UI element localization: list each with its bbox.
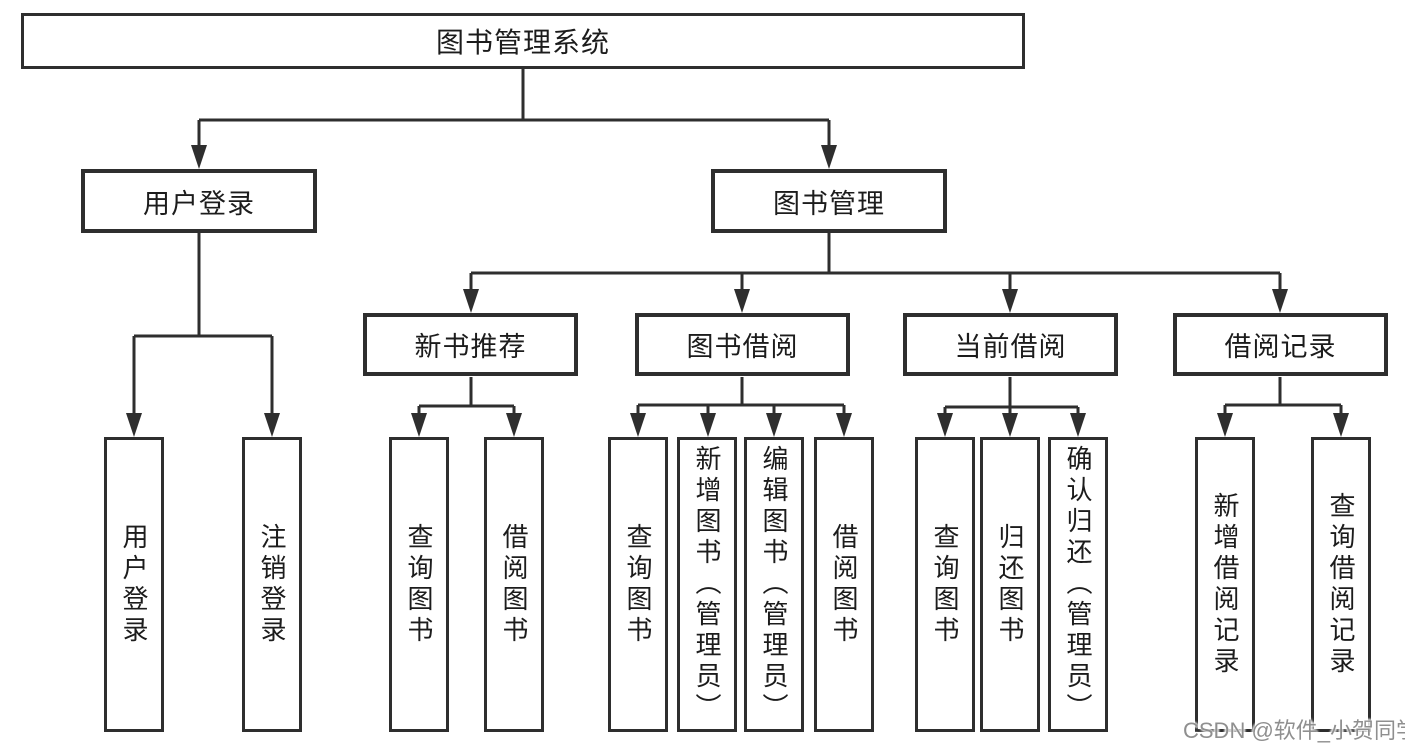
connector-current-borrowing xyxy=(943,377,1080,415)
arrowhead xyxy=(126,413,142,437)
connector-book-management xyxy=(469,233,1282,291)
leaf-return-books: 归还图书 xyxy=(980,437,1040,732)
arrowhead xyxy=(411,413,427,437)
leaf-label: 注销登录 xyxy=(257,522,287,647)
leaf-label: 编辑图书（管理员） xyxy=(759,445,789,724)
leaf-borrow-books-recommend: 借阅图书 xyxy=(484,437,544,732)
node-book-borrowing: 图书借阅 xyxy=(635,313,850,376)
node-user-login: 用户登录 xyxy=(81,169,317,233)
arrowhead xyxy=(191,145,207,169)
leaf-confirm-return-admin: 确认归还（管理员） xyxy=(1048,437,1108,732)
leaf-query-books-current: 查询图书 xyxy=(915,437,975,732)
leaf-label: 确认归还（管理员） xyxy=(1063,445,1093,724)
arrowhead xyxy=(630,413,646,437)
leaf-logout: 注销登录 xyxy=(242,437,302,732)
node-label: 当前借阅 xyxy=(954,332,1067,362)
connector-root xyxy=(197,69,831,147)
leaf-label: 借阅图书 xyxy=(499,522,529,647)
arrowhead xyxy=(1333,413,1349,437)
leaf-label: 借阅图书 xyxy=(829,522,859,647)
leaf-label: 新增图书（管理员） xyxy=(692,445,722,724)
arrowhead xyxy=(506,413,522,437)
leaf-user-login: 用户登录 xyxy=(104,437,164,732)
node-current-borrowing: 当前借阅 xyxy=(903,313,1118,376)
node-book-management: 图书管理 xyxy=(711,169,947,233)
arrowhead xyxy=(937,413,953,437)
arrowhead xyxy=(836,413,852,437)
leaf-query-borrow-record: 查询借阅记录 xyxy=(1311,437,1371,732)
arrowhead xyxy=(264,413,280,437)
watermark-csdn: CSDN @软件_小贺同学 xyxy=(1183,718,1405,743)
node-label: 图书管理 xyxy=(773,188,885,219)
leaf-label: 查询图书 xyxy=(623,522,653,647)
leaf-label: 用户登录 xyxy=(119,522,149,647)
node-label: 图书借阅 xyxy=(686,332,799,362)
leaf-add-borrow-record: 新增借阅记录 xyxy=(1195,437,1255,732)
node-label: 借阅记录 xyxy=(1224,332,1337,362)
leaf-query-books-recommend: 查询图书 xyxy=(389,437,449,732)
leaf-label: 新增借阅记录 xyxy=(1210,491,1240,678)
node-label: 新书推荐 xyxy=(414,332,527,362)
arrowhead xyxy=(463,289,479,313)
arrowhead xyxy=(1070,413,1086,437)
leaf-borrow-books: 借阅图书 xyxy=(814,437,874,732)
arrowhead xyxy=(1217,413,1233,437)
leaf-label: 查询图书 xyxy=(404,522,434,647)
arrowhead xyxy=(700,413,716,437)
node-new-book-recommend: 新书推荐 xyxy=(363,313,578,376)
arrowhead xyxy=(1002,413,1018,437)
leaf-query-books-borrowing: 查询图书 xyxy=(608,437,668,732)
node-borrowing-records: 借阅记录 xyxy=(1173,313,1388,376)
node-library-system: 图书管理系统 xyxy=(21,13,1025,69)
leaf-label: 归还图书 xyxy=(995,522,1025,647)
connector-user-login xyxy=(132,233,274,415)
node-label: 用户登录 xyxy=(143,188,255,219)
arrowhead xyxy=(766,413,782,437)
leaf-edit-books-admin: 编辑图书（管理员） xyxy=(744,437,804,732)
connector-borrowing-records xyxy=(1223,377,1343,415)
leaf-add-books-admin: 新增图书（管理员） xyxy=(677,437,737,732)
arrowhead xyxy=(1272,289,1288,313)
node-label: 图书管理系统 xyxy=(435,27,610,58)
leaf-label: 查询借阅记录 xyxy=(1326,491,1356,678)
leaf-label: 查询图书 xyxy=(930,522,960,647)
arrowhead xyxy=(734,289,750,313)
connector-new-book-recommend xyxy=(417,377,516,415)
arrowhead xyxy=(821,145,837,169)
arrowhead xyxy=(1002,289,1018,313)
connector-book-borrowing xyxy=(636,377,846,415)
